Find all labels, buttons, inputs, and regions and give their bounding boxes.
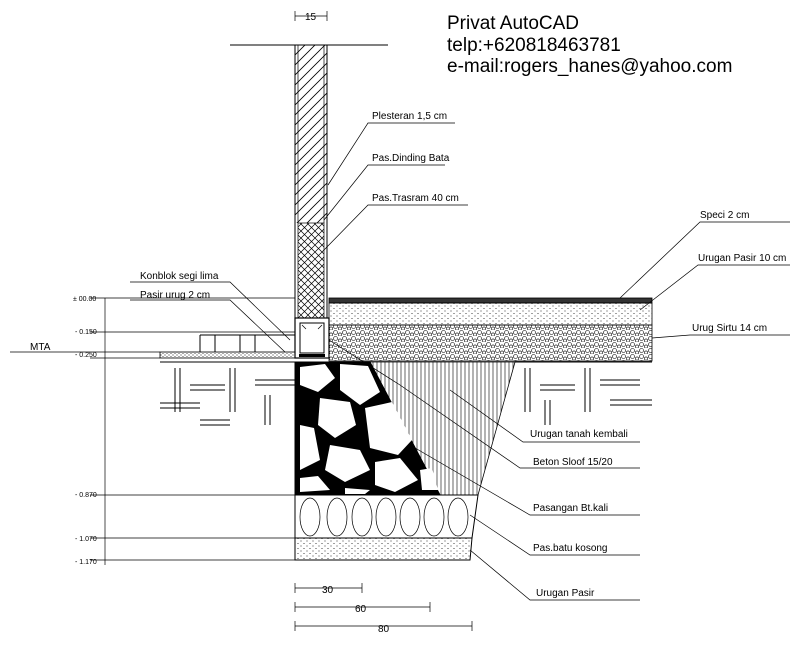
sand-base-layer: [294, 537, 473, 561]
dim-80: 80: [378, 624, 390, 635]
label-trasram: Pas.Trasram 40 cm: [372, 193, 459, 204]
level-4: - 1.070: [75, 536, 97, 543]
dry-stone-layer: [294, 494, 479, 539]
label-urugan-tanah: Urugan tanah kembali: [530, 429, 628, 440]
label-dinding: Pas.Dinding Bata: [372, 153, 450, 164]
stone-masonry: [294, 361, 441, 496]
header-title: Privat AutoCAD: [447, 13, 579, 34]
header-email: e-mail:rogers_hanes@yahoo.com: [447, 56, 732, 77]
level-0: ± 00.00: [73, 296, 96, 303]
label-beton-sloof: Beton Sloof 15/20: [533, 457, 613, 468]
dimension-wall-width: 15: [294, 11, 328, 23]
soil-hatch-left: [160, 361, 295, 426]
label-plesteran: Plesteran 1,5 cm: [372, 111, 447, 122]
level-2: - 0.250: [75, 352, 97, 359]
mta-label: MTA: [30, 342, 51, 353]
header-phone: telp:+620818463781: [447, 35, 621, 56]
sloof-beam: [294, 317, 330, 359]
label-konblok: Konblok segi lima: [140, 271, 219, 282]
level-3: - 0.870: [75, 492, 97, 499]
label-batu-kosong: Pas.batu kosong: [533, 543, 608, 554]
label-pasir-urug: Pasir urug 2 cm: [140, 290, 210, 301]
label-urugan-pasir-10: Urugan Pasir 10 cm: [698, 253, 786, 264]
trasram-section: [297, 222, 325, 319]
label-bt-kali: Pasangan Bt.kali: [533, 503, 608, 514]
level-1: - 0.150: [75, 329, 97, 336]
level-axis: ± 00.00 - 0.150 - 0.250 - 0.870 - 1.070 …: [10, 296, 295, 566]
dim-60: 60: [355, 604, 367, 615]
level-5: - 1.170: [75, 559, 97, 566]
floor-layers-left: [159, 334, 296, 359]
svg-text:15: 15: [305, 12, 317, 23]
annotations-upper: Plesteran 1,5 cm Pas.Dinding Bata Pas.Tr…: [130, 111, 790, 353]
label-urug-sirtu: Urug Sirtu 14 cm: [692, 323, 767, 334]
bottom-dimensions: 30 60 80: [294, 583, 473, 635]
annotations-lower: Urugan tanah kembali Beton Sloof 15/20 P…: [328, 339, 640, 601]
label-urugan-pasir: Urugan Pasir: [536, 588, 595, 599]
dim-30: 30: [322, 585, 334, 596]
brick-wall: [294, 45, 328, 318]
floor-layers-right: [328, 297, 653, 362]
label-speci: Speci 2 cm: [700, 210, 749, 221]
soil-hatch-right: [515, 361, 652, 425]
